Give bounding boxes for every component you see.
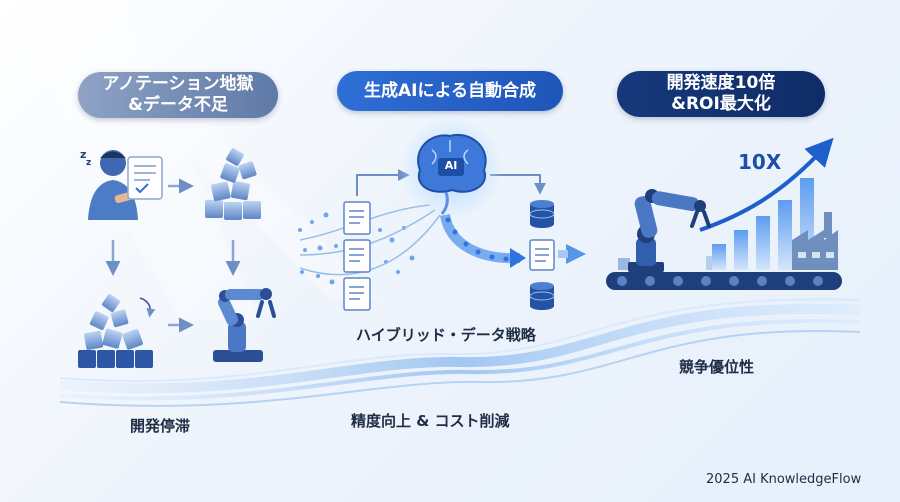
sleep-z-icon: z xyxy=(80,148,87,161)
stage-arrow-tail xyxy=(558,250,568,258)
stage-left-title: アノテーション地獄 &データ不足 xyxy=(78,72,278,118)
stage-middle-title-text: 生成AIによる自動合成 xyxy=(364,80,536,101)
footer-brand: 2025 AI KnowledgeFlow xyxy=(706,472,862,487)
synthesis-stream xyxy=(440,213,526,268)
conveyor-icon xyxy=(606,256,842,290)
sleeping-person-icon xyxy=(88,150,138,220)
stage-middle-title: 生成AIによる自動合成 xyxy=(337,71,563,111)
stage-left-title-text: アノテーション地獄 &データ不足 xyxy=(102,74,254,115)
cube-pile-icon-2 xyxy=(78,294,156,368)
arrow-to-brain xyxy=(356,169,410,196)
sleep-z-icon-small: z xyxy=(86,158,92,168)
particle-stream xyxy=(298,212,415,285)
stage-right-title-text: 開発速度10倍 &ROI最大化 xyxy=(666,73,776,114)
ai-brain-icon xyxy=(399,116,503,220)
document-icon-stack xyxy=(343,201,371,311)
left-flow-arrows xyxy=(105,178,241,333)
database-icon-stack xyxy=(529,200,555,310)
document-icon xyxy=(127,156,163,200)
caption-accuracy-cost: 精度向上 & コスト削減 xyxy=(351,412,510,430)
stage-right-title: 開発速度10倍 &ROI最大化 xyxy=(617,71,825,117)
stage-arrow-right xyxy=(566,244,586,264)
cube-pile-icon xyxy=(205,148,261,220)
arrow-from-brain xyxy=(490,174,546,195)
light-rays xyxy=(0,0,380,320)
multiplier-label: 10X xyxy=(738,150,782,174)
factory-icon xyxy=(792,212,838,270)
caption-stagnation: 開発停滞 xyxy=(130,417,191,435)
caption-competitive-advantage: 競争優位性 xyxy=(679,358,755,376)
brain-label: AI xyxy=(444,159,458,172)
robot-arm-icon-large xyxy=(628,189,711,272)
caption-hybrid-strategy: ハイブリッド・データ戦略 xyxy=(356,326,536,344)
flow-wave xyxy=(59,298,861,407)
robot-arm-icon xyxy=(213,288,276,362)
